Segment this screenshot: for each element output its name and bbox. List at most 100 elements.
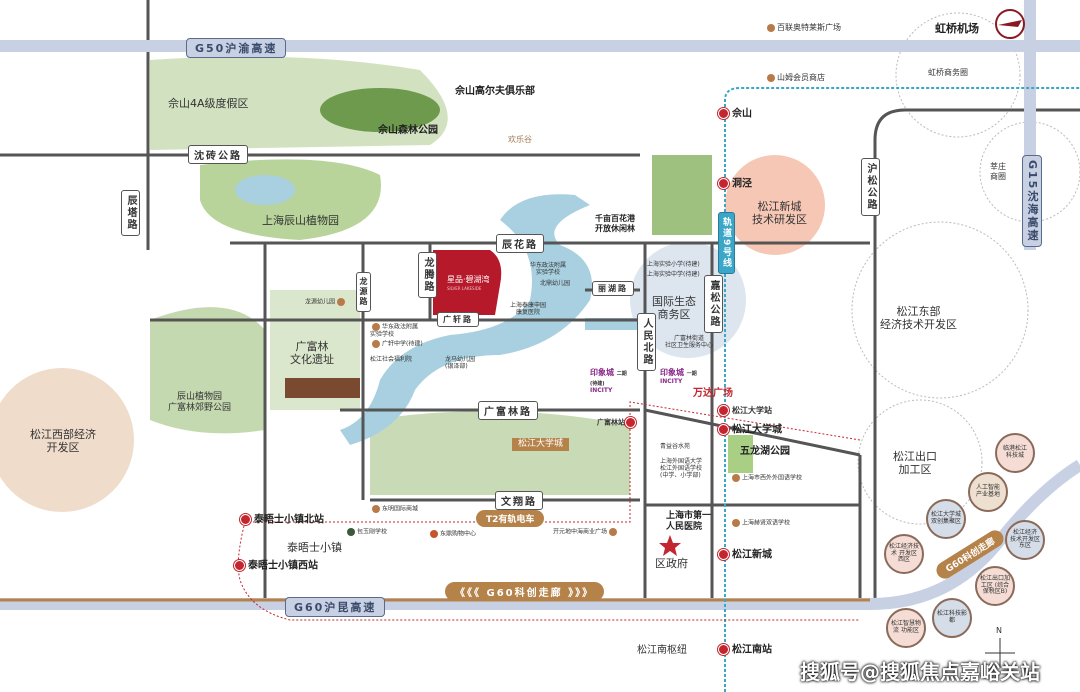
station-thames-west-label: 泰晤士小镇西站	[248, 560, 318, 572]
forest-park-green	[320, 88, 440, 132]
bubble-east-dev: 松江经济 技术开发区东区	[1005, 520, 1045, 560]
mall-icon	[767, 23, 775, 32]
station-sheshan-label: 佘山	[732, 108, 752, 120]
poi-gx-middle-label: 广轩中学(待建)	[382, 340, 423, 348]
river	[340, 194, 592, 445]
tram-icon	[625, 417, 636, 428]
compass-icon	[985, 638, 1015, 668]
place-golf: 佘山高尔夫俱乐部	[455, 86, 535, 97]
station-songjiang-univ-st: 松江大学站	[718, 405, 772, 416]
poi-gx-middle: 广轩中学(待建)	[370, 340, 423, 348]
road-wenxiang: 文翔路	[495, 491, 543, 510]
poi-baoyu-label: 包玉刚学校	[357, 528, 388, 536]
poi-wanda: 万达广场	[693, 388, 733, 399]
school-icon	[372, 340, 380, 348]
station-guangfulin: 广富林站	[597, 417, 639, 428]
botanic-lake	[235, 175, 295, 205]
poi-health: 广富林街道 社区卫生服务中心	[665, 335, 714, 350]
west-zone-circle	[0, 368, 134, 512]
road-lihu: 丽湖路	[592, 281, 634, 296]
east-zone-circle	[851, 221, 1029, 399]
poi-sisu: 上海外国语大学 松江外国语学校 (中学、小学部)	[660, 458, 703, 480]
bubble-ai: 人工智能 产业基地	[968, 472, 1008, 512]
road-g50: G50沪渝高速	[186, 38, 287, 58]
project-name: 星品·碧湖湾	[447, 275, 490, 284]
poi-bilingual-label: 上海赫贤双语学校	[742, 519, 791, 527]
bubble-univ-cluster: 松江大学城 双创集聚区	[926, 499, 966, 539]
poi-kaiyuan: 开元地中海商业广场	[553, 528, 619, 536]
station-thames-north: 泰晤士小镇北站	[240, 514, 324, 527]
poi-sh-primary: 上海实验小学(待建)	[647, 261, 700, 268]
station-thames-north-label: 泰晤士小镇北站	[254, 514, 324, 526]
place-airport: 虹桥机场	[935, 22, 979, 35]
compass-north: N	[996, 626, 1002, 635]
place-thames: 泰晤士小镇	[287, 541, 342, 554]
tram-icon	[718, 405, 729, 416]
station-hub: 松江南枢纽	[637, 645, 687, 656]
road-longyuan: 龙源路	[356, 272, 371, 312]
poi-welfare: 松江社会福利院	[370, 356, 413, 363]
road-chenhua: 辰花路	[496, 234, 544, 253]
qianmu-green	[652, 155, 712, 235]
watermark: 搜狐号@搜狐焦点嘉峪关站	[800, 660, 1040, 684]
bubble-lingang: 临港松江 科技城	[995, 433, 1035, 473]
station-songjiang-xincheng: 松江新城	[718, 549, 772, 562]
export-zone-circle	[857, 399, 983, 525]
poi-incity2-tag: 二期 (待建)	[590, 371, 627, 387]
metro-icon	[718, 108, 729, 119]
poi-sh-middle: 上海实验中学(待建)	[647, 271, 700, 278]
bubble-logistics: 松江智慧物流 功能区	[886, 608, 926, 648]
poi-taikang: 上海泰康申园 康复医院	[510, 302, 547, 317]
place-export-zone: 松江出口 加工区	[893, 450, 937, 477]
road-g15: G15沈海高速	[1022, 155, 1042, 248]
place-university-town: 松江大学城	[512, 438, 570, 451]
poi-ecnu-school-label: 华东政法附属 实验学校	[370, 323, 419, 338]
poi-incity1-tag: 一期	[686, 371, 697, 377]
bubble-film: 松江科技影都	[932, 598, 972, 638]
place-eco-zone: 国际生态 商务区	[652, 295, 696, 322]
airplane-icon	[998, 20, 1022, 27]
place-botanic: 上海辰山植物园	[262, 214, 339, 227]
metro-line-9-label: 轨道9号线	[718, 212, 735, 275]
road-husong: 沪松公路	[861, 158, 880, 216]
poi-bailian: 百联奥特莱斯广场	[765, 23, 841, 33]
school-icon	[372, 323, 380, 331]
poi-qingxi: 青益谷水苑	[660, 443, 691, 450]
station-dongjing-label: 洞泾	[732, 178, 752, 190]
poi-incity1-label: 印象城	[660, 368, 684, 377]
metro-icon	[718, 424, 729, 435]
school-icon	[347, 528, 355, 536]
place-qianmu: 千亩百花港 开放休闲林	[595, 214, 635, 233]
place-guangfulin-site: 广富林 文化遗址	[290, 340, 334, 367]
hongqiao-circle	[895, 12, 1021, 138]
station-sheshan: 佘山	[718, 108, 752, 121]
poi-beiding-kg: 北鼎幼儿园	[540, 280, 571, 287]
star-icon	[659, 535, 681, 556]
place-west-zone: 松江西部经济 开发区	[30, 428, 96, 455]
station-songjiang-south-label: 松江南站	[732, 644, 772, 656]
project-subname: SILVER LAKESIDE	[447, 286, 482, 291]
metro-line-9	[724, 87, 1080, 692]
poi-dongming: 东明国际商城	[370, 505, 418, 513]
mall-icon	[609, 528, 618, 536]
tram-t2	[237, 401, 861, 621]
road-chenta: 辰塔路	[121, 190, 140, 236]
place-hongqiao-biz: 虹桥商务圈	[928, 68, 968, 77]
school-icon	[732, 474, 740, 482]
poi-baoyu: 包玉刚学校	[345, 528, 387, 536]
place-happy-valley: 欢乐谷	[508, 135, 532, 144]
road-guangxuan: 广轩路	[437, 312, 479, 327]
road-longteng: 龙腾路	[418, 252, 437, 298]
mall-icon	[372, 505, 380, 513]
poi-dongding: 东鼎购物中心	[428, 530, 476, 538]
place-xin-tech: 松江新城 技术研发区	[752, 200, 807, 227]
bubble-export-b: 松江出口加工区 (综合保税区B)	[975, 566, 1015, 606]
poi-bilingual: 上海赫贤双语学校	[730, 519, 790, 527]
station-songjiang-univ-label: 松江大学城	[732, 424, 782, 436]
place-sheshan-resort: 佘山4A级度假区	[168, 97, 249, 110]
station-guangfulin-label: 广富林站	[597, 418, 625, 427]
chenshan-green	[150, 307, 265, 434]
tech-zone-circle	[725, 155, 825, 255]
project-block	[433, 250, 502, 315]
poi-incity2-label: 印象城	[590, 368, 614, 377]
